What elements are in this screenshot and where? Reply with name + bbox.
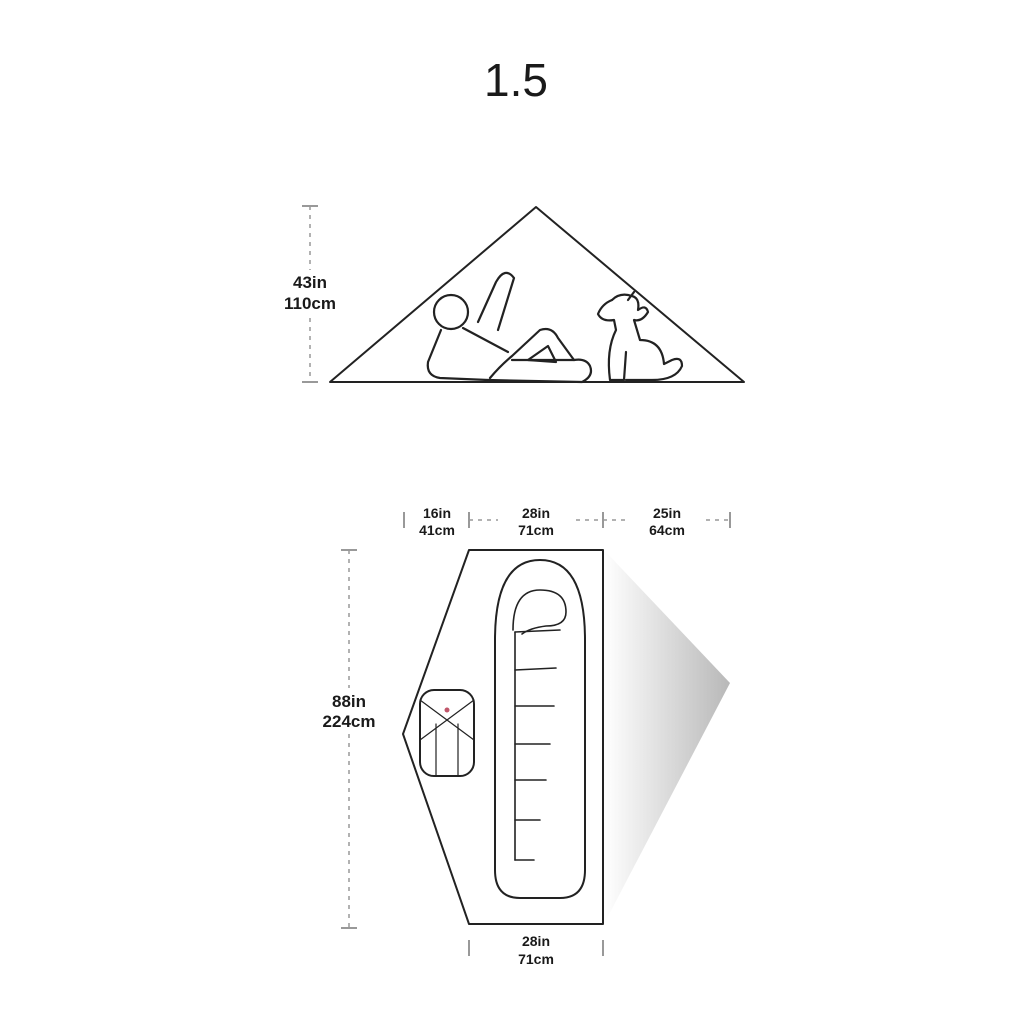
height-dimension: 43in 110cm: [284, 205, 336, 383]
vestibule-width-in-label: 16in: [423, 505, 451, 521]
sleeping-bag-icon: [494, 559, 586, 899]
person-reclining-icon: [426, 271, 593, 384]
height-in-label: 43in: [293, 273, 327, 292]
tent-floor-outline: [402, 549, 604, 925]
length-dimension: 88in 224cm: [323, 549, 376, 929]
gear-pocket-icon: [419, 689, 475, 777]
side-view: 43in 110cm: [284, 205, 745, 384]
foot-width-dimension: 28in 71cm: [468, 933, 604, 967]
foot-width-in-label: 28in: [522, 933, 550, 949]
awning-depth-in-label: 25in: [653, 505, 681, 521]
awning-depth-cm-label: 64cm: [649, 522, 685, 538]
head-width-cm-label: 71cm: [518, 522, 554, 538]
vestibule-width-cm-label: 41cm: [419, 522, 455, 538]
length-in-label: 88in: [332, 692, 366, 711]
awning-shade: [604, 550, 730, 924]
tent-side-outline: [329, 206, 745, 383]
length-cm-label: 224cm: [323, 712, 376, 731]
foot-width-cm-label: 71cm: [518, 951, 554, 967]
dog-icon: [596, 290, 684, 382]
tent-capacity-title: 1.5: [484, 54, 548, 106]
floor-plan: 16in 41cm 28in 71cm 25in 64cm 88in 224cm: [323, 505, 731, 967]
top-dimensions: 16in 41cm 28in 71cm 25in 64cm: [403, 505, 731, 538]
height-cm-label: 110cm: [284, 294, 336, 313]
head-width-in-label: 28in: [522, 505, 550, 521]
